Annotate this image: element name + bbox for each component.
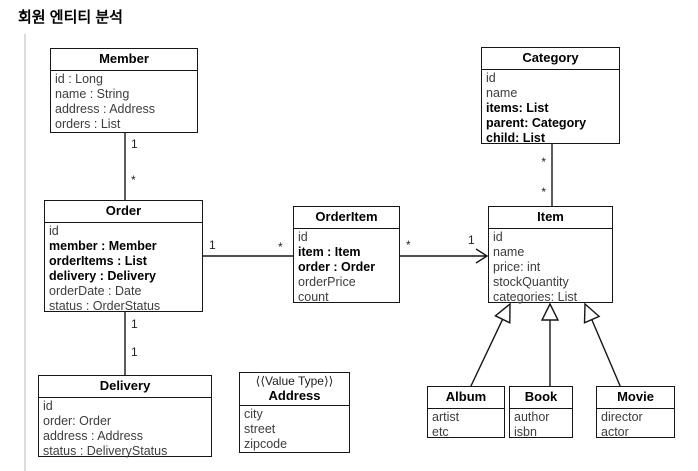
multiplicity-category-item-category-end: * <box>541 155 546 169</box>
class-address-stereotype: ⟨⟨Value Type⟩⟩ <box>255 374 334 388</box>
attribute: order : Order <box>298 260 376 274</box>
class-delivery-title: Delivery <box>39 376 211 398</box>
attribute: author <box>514 410 550 424</box>
attribute: id : Long <box>55 72 103 86</box>
class-item: Item id name price: int stockQuantity ca… <box>488 206 613 304</box>
attribute: status : DeliveryStatus <box>43 444 168 458</box>
book-inheritance-triangle-icon <box>540 302 560 321</box>
multiplicity-order-delivery-delivery-end: 1 <box>131 345 138 359</box>
class-category: Category id name items: List parent: Cat… <box>481 47 620 145</box>
multiplicity-orderitem-item-item-end: 1 <box>468 233 475 247</box>
multiplicity-member-order-order-end: * <box>131 173 136 187</box>
attribute: orders : List <box>55 117 121 131</box>
class-order-title: Order <box>45 201 202 223</box>
class-order: Order id member : Member orderItems : Li… <box>44 200 203 313</box>
class-address: ⟨⟨Value Type⟩⟩ Address city street zipco… <box>239 372 350 453</box>
class-book-title: Book <box>510 387 572 409</box>
attribute: street <box>244 422 276 436</box>
attribute: orderItems : List <box>49 254 147 268</box>
movie-item-line <box>591 319 622 389</box>
class-orderitem-title: OrderItem <box>294 207 399 229</box>
page-title: 회원 엔티티 분석 <box>18 9 123 26</box>
attribute: id <box>493 230 503 244</box>
attribute: items: List <box>486 101 549 115</box>
album-item-line <box>469 318 504 389</box>
attribute: member : Member <box>49 239 157 253</box>
class-movie-title: Movie <box>597 387 674 409</box>
attribute: delivery : Delivery <box>49 269 157 283</box>
attribute: count <box>298 290 329 304</box>
class-member-title: Member <box>51 49 197 71</box>
class-member: Member id : Long name : String address :… <box>50 48 198 133</box>
attribute: orderDate : Date <box>49 284 142 298</box>
multiplicity-order-delivery-order-end: 1 <box>131 317 138 331</box>
multiplicity-member-order-member-end: 1 <box>131 137 138 151</box>
class-category-title: Category <box>482 48 619 70</box>
attribute: status : OrderStatus <box>49 299 161 313</box>
class-address-title: Address <box>268 388 321 403</box>
attribute: director <box>601 410 643 424</box>
multiplicity-category-item-item-end: * <box>541 185 546 199</box>
attribute: actor <box>601 425 629 439</box>
attribute: orderPrice <box>298 275 356 289</box>
multiplicity-order-orderitem-order-end: 1 <box>209 238 216 252</box>
attribute: name <box>486 86 518 100</box>
attribute: stockQuantity <box>493 275 569 289</box>
attribute: address : Address <box>43 429 144 443</box>
attribute: id <box>49 224 59 238</box>
attribute: id <box>43 399 53 413</box>
class-book: Book author isbn <box>509 386 573 439</box>
attribute: price: int <box>493 260 541 274</box>
attribute: categories: List <box>493 290 578 304</box>
multiplicity-orderitem-item-orderitem-end: * <box>406 238 411 252</box>
attribute: artist <box>432 410 460 424</box>
attribute: id <box>298 230 308 244</box>
class-movie: Movie director actor <box>596 386 675 439</box>
attribute: id <box>486 71 496 85</box>
attribute: address : Address <box>55 102 156 116</box>
attribute: name : String <box>55 87 130 101</box>
attribute: order: Order <box>43 414 112 428</box>
multiplicity-order-orderitem-orderitem-end: * <box>278 240 283 254</box>
class-item-title: Item <box>489 207 612 229</box>
left-indent-rule <box>24 34 26 471</box>
attribute: item : Item <box>298 245 361 259</box>
attribute: isbn <box>514 425 537 439</box>
attribute: name <box>493 245 525 259</box>
class-address-header: ⟨⟨Value Type⟩⟩ Address <box>240 373 349 406</box>
orderitem-item-arrowhead-icon <box>475 248 489 264</box>
class-album-title: Album <box>428 387 504 409</box>
movie-inheritance-triangle-icon <box>583 302 601 324</box>
class-orderitem: OrderItem id item : Item order : Order o… <box>293 206 400 304</box>
album-inheritance-triangle-icon <box>494 302 511 324</box>
attribute: child: List <box>486 131 546 145</box>
class-delivery: Delivery id order: Order address : Addre… <box>38 375 212 458</box>
attribute: zipcode <box>244 437 288 451</box>
attribute: etc <box>432 425 449 439</box>
attribute: city <box>244 407 263 421</box>
class-album: Album artist etc <box>427 386 505 439</box>
attribute: parent: Category <box>486 116 587 130</box>
